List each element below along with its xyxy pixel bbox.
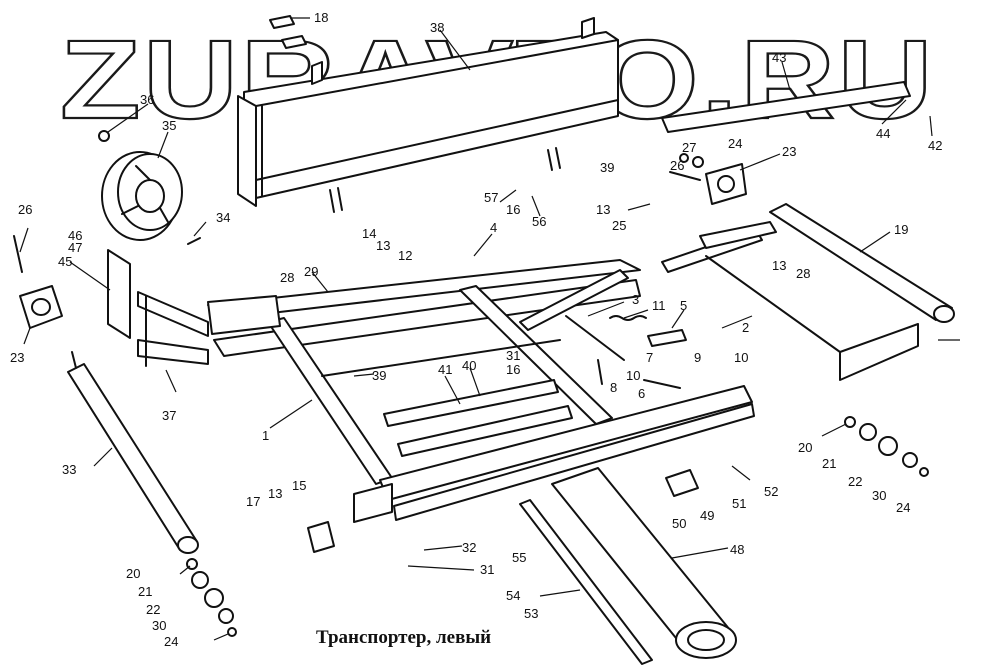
callout-27: 27 [682,140,696,155]
callout-21-left: 21 [138,584,152,599]
callout-55: 55 [512,550,526,565]
callout-31-mid: 31 [506,348,520,363]
callout-14: 14 [362,226,376,241]
tab-brackets [269,15,307,49]
left-end-bracket [137,291,209,367]
callout-18: 18 [314,10,328,25]
tension-linkage [565,315,687,389]
callout-35: 35 [162,118,176,133]
callout-33: 33 [62,462,76,477]
callout-46: 46 [68,228,82,243]
callout-40: 40 [462,358,476,373]
callout-22-right: 22 [848,474,862,489]
callout-26-left: 26 [18,202,32,217]
callout-49: 49 [700,508,714,523]
callout-48: 48 [730,542,744,557]
diagram-caption: Транспортер, левый [316,627,492,648]
callout-39-mid: 39 [372,368,386,383]
callout-20-left: 20 [126,566,140,581]
slide-rails [383,379,573,457]
callout-11: 11 [652,298,666,313]
callout-24-right: 24 [896,500,910,515]
callout-50: 50 [672,516,686,531]
callout-30-right: 30 [872,488,886,503]
callout-8: 8 [610,380,617,395]
callout-12: 12 [398,248,412,263]
callout-7: 7 [646,350,653,365]
bearing-stack-left [186,558,237,637]
callout-42: 42 [928,138,942,153]
callout-6: 6 [638,386,645,401]
callout-34: 34 [216,210,230,225]
left-roller [67,351,199,554]
callout-labels: 18 38 36 35 43 44 42 27 24 23 26 39 57 1… [10,10,942,649]
cover-panel [237,17,619,213]
callout-24-top: 24 [728,136,742,151]
main-frame [207,259,755,523]
callout-30-left: 30 [152,618,166,633]
callout-56: 56 [532,214,546,229]
callout-23-right: 23 [782,144,796,159]
callout-54: 54 [506,588,520,603]
side-strip [661,81,911,133]
callout-22-left: 22 [146,602,160,617]
belt-clamp [665,469,699,497]
callout-39-top: 39 [600,160,614,175]
callout-52: 52 [764,484,778,499]
callout-44: 44 [876,126,890,141]
callout-38: 38 [430,20,444,35]
callout-3: 3 [632,292,639,307]
callout-13-low: 13 [268,486,282,501]
belt-slat [519,499,653,665]
callout-43: 43 [772,50,786,65]
callout-5: 5 [680,298,687,313]
callout-20-right: 20 [798,440,812,455]
callout-13-mid: 13 [376,238,390,253]
conveyor-belt-roll [551,467,737,659]
drive-pulley [98,130,201,245]
callout-16-mid: 16 [506,362,520,377]
callout-1: 1 [262,428,269,443]
callout-51: 51 [732,496,746,511]
bearing-stack-right [844,416,929,477]
callout-15: 15 [292,478,306,493]
callout-41: 41 [438,362,452,377]
callout-2: 2 [742,320,749,335]
callout-45: 45 [58,254,72,269]
callout-13-right: 13 [772,258,786,273]
right-bearing-flange [669,153,747,205]
callout-31-low: 31 [480,562,494,577]
callout-23-left: 23 [10,350,24,365]
callout-36: 36 [140,92,154,107]
callout-10-right: 10 [734,350,748,365]
callout-21-right: 21 [822,456,836,471]
callout-4: 4 [490,220,497,235]
callout-53: 53 [524,606,538,621]
leader-lines [19,17,960,641]
callout-16-top: 16 [506,202,520,217]
callout-13-top: 13 [596,202,610,217]
callout-9: 9 [694,350,701,365]
callout-32: 32 [462,540,476,555]
callout-57: 57 [484,190,498,205]
right-roller [769,203,955,323]
spacer-block [307,521,335,553]
callout-28-left: 28 [280,270,294,285]
callout-17: 17 [246,494,260,509]
callout-24-left: 24 [164,634,178,649]
callout-28-right: 28 [796,266,810,281]
callout-25: 25 [612,218,626,233]
callout-10-left: 10 [626,368,640,383]
callout-47: 47 [68,240,82,255]
callout-26-right: 26 [670,158,684,173]
callout-37: 37 [162,408,176,423]
right-frame [661,221,919,381]
left-bearing-plate [13,235,131,339]
callout-29: 29 [304,264,318,279]
callout-19: 19 [894,222,908,237]
